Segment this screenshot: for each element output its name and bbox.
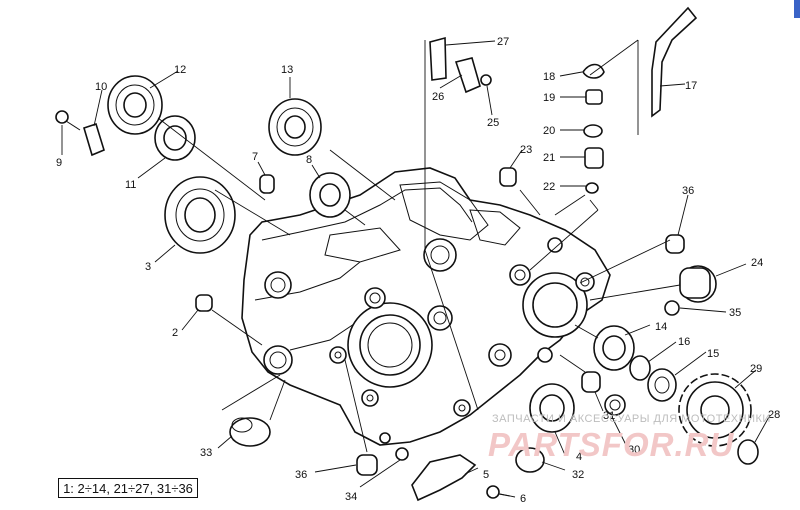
bush-19 [585, 89, 603, 105]
bolt-9 [55, 110, 81, 131]
callout-32: 32 [572, 469, 584, 481]
plate-10 [83, 122, 105, 157]
callout-28: 28 [768, 409, 780, 421]
callout-9: 9 [56, 157, 62, 169]
callout-5: 5 [483, 469, 489, 481]
bracket-5 [411, 454, 477, 502]
callout-19: 19 [543, 92, 555, 104]
callout-6: 6 [520, 493, 526, 505]
bolt-6 [486, 485, 511, 499]
callout-11: 11 [125, 179, 136, 191]
oil-seal-4 [529, 383, 575, 433]
callout-30: 30 [628, 444, 640, 456]
callout-4: 4 [576, 451, 582, 463]
callout-14: 14 [655, 321, 667, 333]
bearing-8 [309, 172, 351, 218]
callout-17: 17 [685, 80, 697, 92]
sprocket-29 [678, 373, 752, 447]
dowel-36-bottom [356, 454, 378, 476]
dowel-7 [259, 174, 275, 194]
callout-12: 12 [174, 64, 186, 76]
spacer-15 [647, 368, 677, 402]
dowel-36-right [665, 234, 685, 254]
kit-note-text: 1: 2÷14, 21÷27, 31÷36 [63, 480, 193, 496]
dowel-23 [499, 167, 517, 187]
bracket-26 [454, 57, 481, 94]
watermark-caption: ЗАПЧАСТИ И АКСЕССУАРЫ ДЛЯ МОТОТЕХНИКИ [492, 413, 771, 425]
bearing-13 [268, 98, 322, 156]
callout-7: 7 [252, 151, 258, 163]
washer-22 [585, 182, 599, 194]
callout-labels: 12 10 9 11 3 2 7 8 13 33 36 34 5 6 4 32 … [56, 36, 780, 505]
callout-20: 20 [543, 125, 555, 137]
window-edge-accent [794, 0, 800, 18]
bearing-3 [164, 176, 236, 254]
dowel-2 [195, 294, 213, 312]
callout-21: 21 [543, 152, 555, 164]
callout-10: 10 [95, 81, 107, 93]
oil-seal-14 [593, 325, 635, 371]
watermark-logo: PARTSFOR.RU [488, 426, 735, 463]
bearing-12 [107, 75, 163, 135]
circlip-28 [737, 439, 759, 465]
leader-lines [61, 39, 771, 498]
bolt-34 [395, 447, 409, 461]
callout-22: 22 [543, 181, 555, 193]
callout-26: 26 [432, 91, 444, 103]
selector-shaft-17 [651, 6, 698, 118]
callout-27: 27 [497, 36, 509, 48]
o-ring-16 [629, 355, 651, 381]
callout-18: 18 [543, 71, 555, 83]
crankcase-half [241, 167, 611, 446]
plate-27 [429, 36, 447, 81]
callout-24: 24 [751, 257, 763, 269]
callout-31: 31 [603, 410, 615, 422]
dowel-33 [229, 417, 271, 447]
callout-34: 34 [345, 491, 357, 503]
callout-25: 25 [487, 117, 499, 129]
bolt-35 [664, 300, 680, 316]
callout-33: 33 [200, 447, 212, 459]
washer-20 [583, 124, 603, 138]
callout-8: 8 [306, 154, 312, 166]
bush-21 [584, 147, 604, 169]
bush-24 [679, 265, 717, 303]
callout-16: 16 [678, 336, 690, 348]
callout-15: 15 [707, 348, 719, 360]
oil-seal-11 [154, 115, 196, 161]
callout-2: 2 [172, 327, 178, 339]
callout-3: 3 [145, 261, 151, 273]
callout-35: 35 [729, 307, 741, 319]
o-ring-30 [604, 394, 626, 416]
spring-18 [582, 63, 605, 79]
spacer-32 [515, 447, 545, 473]
callout-36-bottom: 36 [295, 469, 307, 481]
callout-23: 23 [520, 144, 532, 156]
callout-36-right: 36 [682, 185, 694, 197]
callout-29: 29 [750, 363, 762, 375]
bush-31 [581, 371, 601, 393]
bolt-25 [480, 74, 492, 86]
callout-13: 13 [281, 64, 293, 76]
kit-note-box: 1: 2÷14, 21÷27, 31÷36 [58, 478, 198, 498]
